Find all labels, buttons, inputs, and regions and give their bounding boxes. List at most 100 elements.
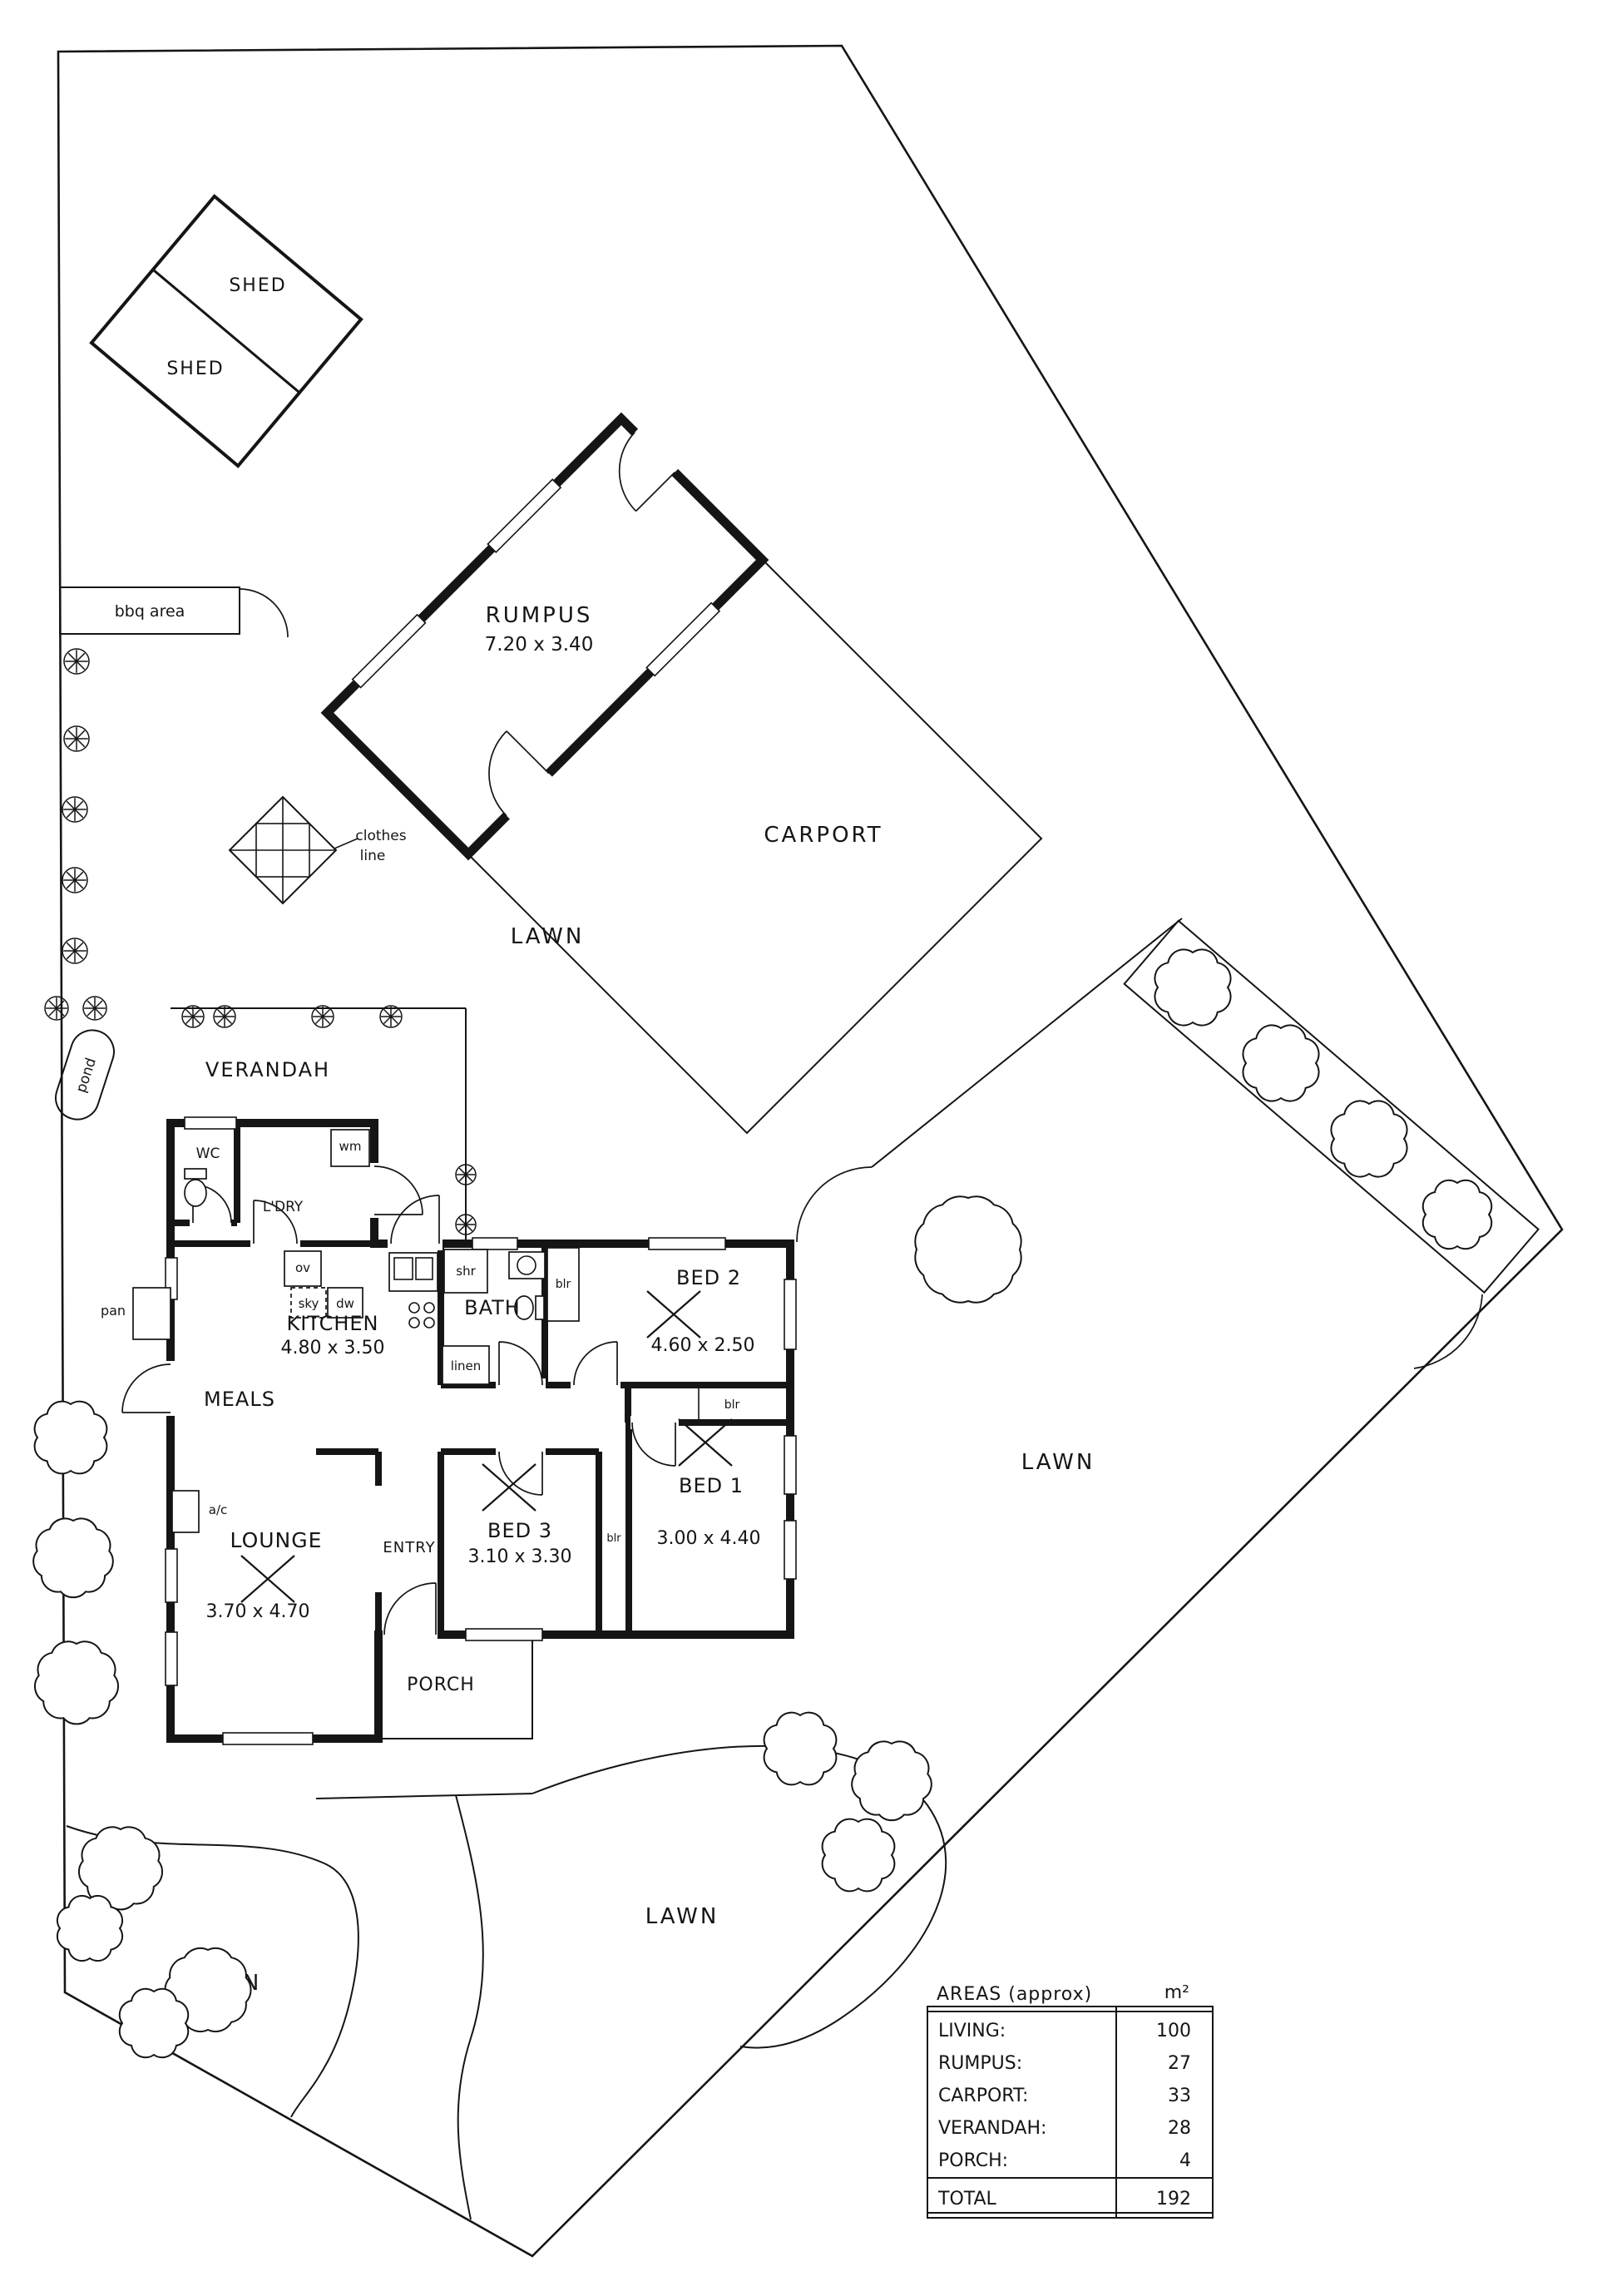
window-marker — [184, 1116, 237, 1130]
tree-icon — [914, 1195, 1022, 1304]
toilet-icon — [514, 1295, 545, 1320]
label-bed1: BED 1 — [679, 1474, 744, 1497]
porch-outline — [378, 1635, 533, 1739]
shrub-icon — [181, 1005, 205, 1028]
areas-row-value-5: 192 — [1156, 2189, 1191, 2209]
label-shed-1: SHED — [229, 275, 286, 296]
shrub-icon — [44, 996, 69, 1021]
tree-icon — [821, 1818, 896, 1893]
label-verandah: VERANDAH — [205, 1058, 330, 1081]
tree-icon — [1242, 1024, 1320, 1102]
label-wm: wm — [339, 1139, 362, 1154]
label-bbq-area: bbq area — [115, 602, 185, 621]
skylight-icon — [290, 1287, 327, 1319]
washing-machine-icon — [330, 1129, 370, 1167]
areas-row-label-3: VERANDAH: — [938, 2118, 1046, 2139]
window-marker — [165, 1631, 178, 1686]
label-shed-2: SHED — [166, 359, 224, 379]
areas-row-label-2: CARPORT: — [938, 2086, 1028, 2106]
gate-swing-icon — [1413, 1294, 1483, 1369]
tree-icon — [1154, 948, 1232, 1027]
fan-icon — [240, 1555, 295, 1603]
tree-icon — [32, 1517, 114, 1599]
label-bed3: BED 3 — [487, 1519, 552, 1542]
label-shr: shr — [456, 1264, 476, 1279]
shrub-icon — [311, 1005, 334, 1028]
tree-icon — [33, 1400, 108, 1475]
label-kitchen: KITCHEN — [287, 1312, 379, 1335]
label-bed2-dims: 4.60 x 2.50 — [651, 1335, 755, 1356]
shrub-icon — [379, 1005, 403, 1028]
tree-icon — [851, 1740, 932, 1822]
label-pond: pond — [73, 1056, 100, 1095]
tree-icon — [118, 1987, 190, 2059]
tree-icon — [77, 1826, 164, 1911]
tree-icon — [763, 1711, 838, 1786]
side-fence — [871, 918, 1183, 1168]
sink-icon — [388, 1252, 438, 1292]
shower-icon — [443, 1249, 488, 1294]
label-laundry: L'DRY — [263, 1199, 304, 1215]
areas-row-value-4: 4 — [1179, 2150, 1191, 2171]
areas-unit: m² — [1164, 1982, 1189, 2003]
label-bed3-dims: 3.10 x 3.30 — [468, 1546, 572, 1567]
clothesline-icon — [228, 795, 358, 905]
shed-building — [89, 194, 363, 468]
tree-icon — [56, 1894, 124, 1962]
label-sky: sky — [299, 1296, 319, 1311]
shrub-icon — [63, 648, 90, 675]
label-bed1-dims: 3.00 x 4.40 — [657, 1528, 761, 1549]
trees — [32, 948, 1493, 2059]
label-lawn-2: LAWN — [1021, 1450, 1095, 1475]
shrub-icon — [63, 725, 90, 752]
basin-icon — [508, 1251, 546, 1279]
label-blr-3: blr — [606, 1532, 621, 1545]
label-lounge-dims: 3.70 x 4.70 — [206, 1601, 310, 1622]
label-lounge: LOUNGE — [230, 1528, 323, 1552]
label-rumpus-dims: 7.20 x 3.40 — [485, 634, 594, 656]
areas-row-value-2: 33 — [1168, 2086, 1191, 2106]
dishwasher-icon — [327, 1287, 363, 1319]
areas-row-value-1: 27 — [1168, 2053, 1191, 2074]
areas-row-label-0: LIVING: — [938, 2021, 1006, 2041]
carport-outline — [467, 559, 1043, 1135]
label-meals: MEALS — [204, 1388, 275, 1411]
label-porch: PORCH — [407, 1675, 475, 1695]
gate-swing-icon — [796, 1166, 873, 1243]
bbq-area-outline — [59, 586, 289, 638]
rumpus-building — [320, 412, 769, 861]
areas-table: AREAS (approx) m² LIVING: 100 RUMPUS: 27… — [927, 1982, 1214, 2219]
label-rumpus: RUMPUS — [486, 603, 593, 628]
label-ac: a/c — [209, 1502, 228, 1517]
window-marker — [465, 1628, 543, 1641]
shrub-icon — [62, 867, 88, 893]
label-kitchen-dims: 4.80 x 3.50 — [281, 1338, 385, 1358]
window-marker — [165, 1548, 178, 1603]
label-dw: dw — [336, 1296, 354, 1311]
shrub-icon — [455, 1164, 477, 1185]
tree-icon — [33, 1640, 120, 1725]
house-building: WC L'DRY wm ov sky dw pan KITCHEN 4.80 x… — [101, 1116, 797, 1745]
shrub-icon — [213, 1005, 236, 1028]
label-bed2: BED 2 — [676, 1266, 741, 1289]
tree-icon — [1330, 1100, 1408, 1178]
shrub-icon — [62, 938, 88, 964]
linen-cupboard — [442, 1345, 490, 1385]
tree-icon — [1421, 1179, 1493, 1250]
cooktop-icon — [408, 1302, 435, 1329]
pantry-outline — [132, 1287, 171, 1340]
garden-path-edges — [66, 1744, 947, 2220]
robe-cupboard — [546, 1247, 580, 1322]
window-marker — [784, 1279, 797, 1350]
toilet-icon — [184, 1168, 207, 1207]
label-lawn-1: LAWN — [511, 924, 585, 949]
label-bath: BATH — [464, 1296, 521, 1319]
label-carport: CARPORT — [764, 823, 883, 848]
ac-unit — [171, 1490, 200, 1533]
window-marker — [784, 1435, 797, 1495]
label-linen: linen — [451, 1358, 482, 1373]
fan-icon — [678, 1418, 733, 1467]
areas-row-label-4: PORCH: — [938, 2150, 1008, 2171]
